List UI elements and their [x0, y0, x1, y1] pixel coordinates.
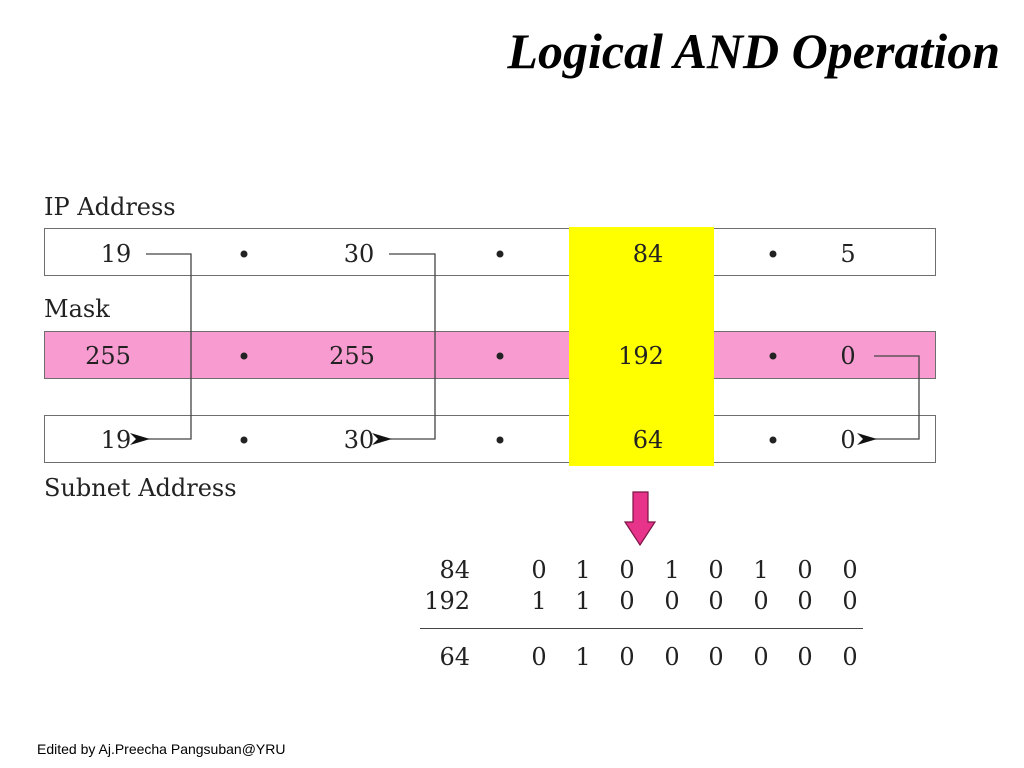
subnet-octet-1: 19: [100, 426, 132, 454]
slide-title: Logical AND Operation: [507, 23, 1000, 79]
connector-octet-1: [130, 253, 192, 445]
binary-bit: 0: [797, 643, 813, 671]
ip-octet-4: 5: [840, 240, 856, 268]
binary-bit: 0: [619, 556, 635, 584]
binary-bit: 0: [842, 643, 858, 671]
binary-row-label-3: 64: [439, 643, 470, 671]
subnet-octet-3: 64: [632, 426, 664, 454]
binary-bit: 0: [708, 587, 724, 615]
binary-row-label-1: 84: [439, 556, 470, 584]
connector-octet-4: [857, 355, 920, 445]
mask-label: Mask: [44, 295, 110, 323]
binary-bit: 1: [575, 587, 591, 615]
down-arrow-icon: [623, 491, 657, 547]
octet-highlight-overlay: [569, 227, 714, 466]
ip-octet-2: 30: [343, 240, 375, 268]
mask-octet-4: 0: [840, 342, 856, 370]
mask-dot-1: [240, 352, 248, 360]
binary-bit: 0: [708, 643, 724, 671]
binary-bit: 0: [753, 587, 769, 615]
binary-bit: 1: [531, 587, 547, 615]
subnet-dot-1: [240, 436, 248, 444]
ip-octet-3: 84: [632, 240, 664, 268]
mask-octet-3: 192: [618, 342, 664, 370]
binary-bit: 0: [664, 587, 680, 615]
binary-bit: 1: [575, 643, 591, 671]
subnet-dot-2: [496, 436, 504, 444]
subnet-octet-4: 0: [840, 426, 856, 454]
binary-bit: 0: [619, 587, 635, 615]
result-divider: [420, 628, 863, 629]
binary-bit: 1: [664, 556, 680, 584]
binary-bit: 1: [753, 556, 769, 584]
mask-dot-3: [769, 352, 777, 360]
binary-bit: 0: [531, 643, 547, 671]
binary-bit: 0: [797, 556, 813, 584]
binary-bit: 0: [842, 587, 858, 615]
binary-bit: 0: [708, 556, 724, 584]
subnet-octet-2: 30: [343, 426, 375, 454]
ip-dot-1: [240, 250, 248, 258]
binary-bit: 0: [619, 643, 635, 671]
ip-dot-2: [496, 250, 504, 258]
ip-address-row: [44, 228, 936, 276]
footer-credit: Edited by Aj.Preecha Pangsuban@YRU: [37, 741, 286, 757]
mask-octet-2: 255: [329, 342, 375, 370]
mask-row: [44, 331, 936, 379]
binary-bit: 0: [753, 643, 769, 671]
binary-bit: 0: [664, 643, 680, 671]
binary-bit: 0: [842, 556, 858, 584]
connector-octet-2: [372, 253, 436, 445]
ip-address-label: IP Address: [44, 193, 176, 221]
ip-dot-3: [769, 250, 777, 258]
binary-bit: 0: [797, 587, 813, 615]
binary-bit: 0: [531, 556, 547, 584]
binary-bit: 1: [575, 556, 591, 584]
mask-dot-2: [496, 352, 504, 360]
mask-octet-1: 255: [85, 342, 131, 370]
binary-row-label-2: 192: [424, 587, 470, 615]
subnet-address-label: Subnet Address: [44, 474, 237, 502]
subnet-dot-3: [769, 436, 777, 444]
subnet-address-row: [44, 415, 936, 463]
ip-octet-1: 19: [100, 240, 132, 268]
